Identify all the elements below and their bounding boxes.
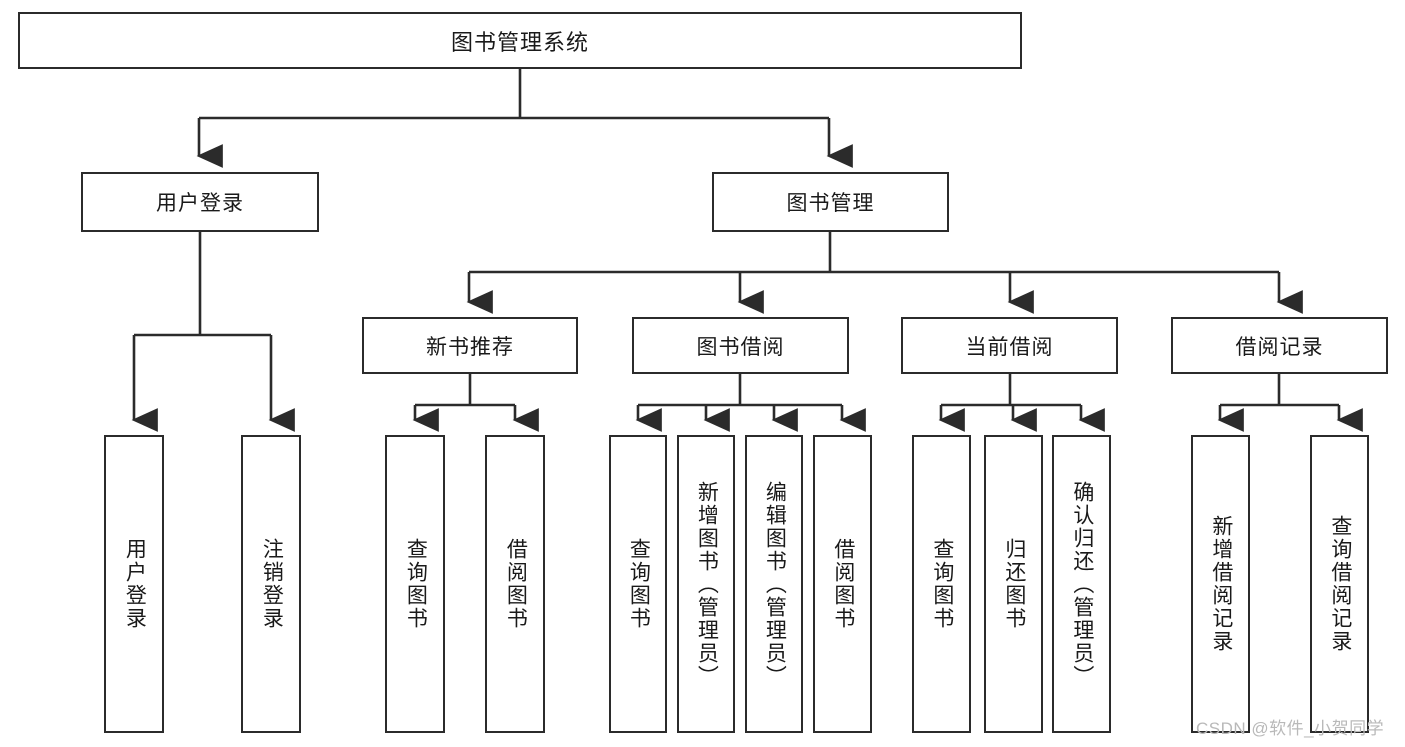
- node-leaf-query-book-1[interactable]: 查询图书: [385, 435, 445, 733]
- node-leaf-return-book[interactable]: 归还图书: [984, 435, 1043, 733]
- node-leaf-add-book-admin[interactable]: 新增图书（管理员）: [677, 435, 735, 733]
- node-leaf-query-book-1-label: 查询图书: [404, 538, 428, 630]
- node-leaf-borrow-book-1[interactable]: 借阅图书: [485, 435, 545, 733]
- node-leaf-edit-book-admin-label: 编辑图书（管理员）: [763, 480, 787, 688]
- node-leaf-user-login-label: 用户登录: [123, 538, 147, 630]
- node-leaf-logout-label: 注销登录: [260, 538, 284, 630]
- node-user-login[interactable]: 用户登录: [81, 172, 319, 232]
- node-leaf-return-book-label: 归还图书: [1002, 538, 1026, 630]
- node-book-management[interactable]: 图书管理: [712, 172, 949, 232]
- node-new-book-recommend-label: 新书推荐: [426, 335, 514, 359]
- node-leaf-add-book-admin-label: 新增图书（管理员）: [695, 480, 719, 688]
- node-leaf-query-book-2-label: 查询图书: [627, 538, 651, 630]
- node-book-management-label: 图书管理: [786, 192, 875, 215]
- node-leaf-borrow-book-1-label: 借阅图书: [504, 538, 528, 630]
- node-leaf-add-borrow-record[interactable]: 新增借阅记录: [1191, 435, 1250, 733]
- node-leaf-add-borrow-record-label: 新增借阅记录: [1209, 515, 1233, 653]
- node-leaf-query-book-2[interactable]: 查询图书: [609, 435, 667, 733]
- node-leaf-logout[interactable]: 注销登录: [241, 435, 301, 733]
- node-leaf-query-book-3-label: 查询图书: [930, 538, 954, 630]
- node-borrow-record[interactable]: 借阅记录: [1171, 317, 1388, 374]
- node-root-label: 图书管理系统: [450, 29, 589, 55]
- node-leaf-borrow-book-2[interactable]: 借阅图书: [813, 435, 872, 733]
- node-leaf-query-borrow-record-label: 查询借阅记录: [1328, 515, 1352, 653]
- node-book-borrow-label: 图书借阅: [696, 335, 785, 359]
- node-leaf-confirm-return-admin-label: 确认归还（管理员）: [1070, 480, 1094, 688]
- csdn-watermark: CSDN @软件_小贺同学: [1196, 719, 1385, 738]
- node-leaf-confirm-return-admin[interactable]: 确认归还（管理员）: [1052, 435, 1111, 733]
- node-user-login-label: 用户登录: [156, 192, 244, 215]
- node-leaf-edit-book-admin[interactable]: 编辑图书（管理员）: [745, 435, 803, 733]
- node-root[interactable]: 图书管理系统: [18, 12, 1022, 69]
- node-leaf-query-borrow-record[interactable]: 查询借阅记录: [1310, 435, 1369, 733]
- node-current-borrow-label: 当前借阅: [965, 335, 1054, 359]
- node-new-book-recommend[interactable]: 新书推荐: [362, 317, 578, 374]
- node-borrow-record-label: 借阅记录: [1235, 335, 1324, 359]
- node-leaf-user-login[interactable]: 用户登录: [104, 435, 164, 733]
- node-current-borrow[interactable]: 当前借阅: [901, 317, 1118, 374]
- node-book-borrow[interactable]: 图书借阅: [632, 317, 849, 374]
- node-leaf-borrow-book-2-label: 借阅图书: [831, 538, 855, 630]
- node-leaf-query-book-3[interactable]: 查询图书: [912, 435, 971, 733]
